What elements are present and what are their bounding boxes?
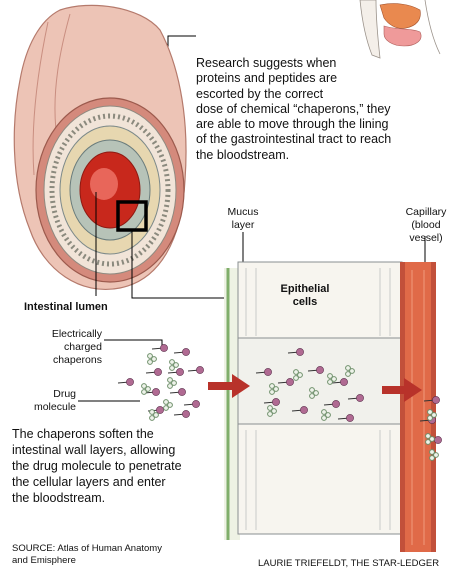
label-line: molecule — [10, 401, 76, 414]
drug-molecule-atom — [430, 456, 435, 461]
intestinal-lumen-label: Intestinal lumen — [24, 301, 108, 314]
caption-line: The chaperons soften the — [12, 426, 217, 442]
label-line: Capillary — [396, 206, 453, 219]
chaperon-molecule — [196, 366, 203, 373]
intestine-cross-section — [14, 5, 186, 289]
chaperon-molecule — [160, 344, 167, 351]
label-line: Epithelial — [260, 283, 350, 296]
chaperon-molecule — [346, 414, 353, 421]
label-line: charged — [10, 341, 102, 354]
chaperon-molecule — [356, 394, 363, 401]
label-line: Drug — [10, 388, 76, 401]
drug-molecule-atom — [150, 416, 155, 421]
chaperon-molecule — [340, 378, 347, 385]
description-line: are able to move through the lining — [196, 117, 446, 132]
label-line: Electrically — [10, 328, 102, 341]
capillary-label: Capillary (blood vessel) — [396, 206, 453, 244]
chaperons-label: Electrically charged chaperons — [10, 328, 102, 366]
epithelial-cells-label: Epithelial cells — [260, 283, 350, 310]
caption-line: the drug molecule to penetrate — [12, 458, 217, 474]
chaperon-molecule — [434, 436, 441, 443]
drug-molecule-atom — [322, 416, 327, 421]
label-line: (blood — [396, 219, 453, 232]
source-line: SOURCE: Atlas of Human Anatomy — [12, 543, 212, 555]
description-line: proteins and peptides are — [196, 71, 446, 86]
chaperon-molecule — [432, 396, 439, 403]
drug-molecule-atom — [164, 406, 169, 411]
label-line: Mucus — [218, 206, 268, 219]
drug-molecule-label: Drug molecule — [10, 388, 76, 414]
caption-line: the bloodstream. — [12, 490, 217, 506]
source-note: SOURCE: Atlas of Human Anatomy and Emisp… — [12, 543, 212, 566]
chaperon-molecule — [192, 400, 199, 407]
caption-line: the cellular layers and enter — [12, 474, 217, 490]
description-line: Research suggests when — [196, 56, 446, 71]
label-line: layer — [218, 219, 268, 232]
capillary-vessel — [400, 262, 436, 552]
source-line: and Emisphere — [12, 555, 212, 567]
drug-molecule-atom — [310, 394, 315, 399]
chaperon-molecule — [296, 348, 303, 355]
label-line: cells — [260, 296, 350, 309]
chaperon-molecule — [126, 378, 133, 385]
drug-molecule-atom — [142, 390, 147, 395]
label-line: vessel) — [396, 232, 453, 245]
drug-molecule-atom — [268, 412, 273, 417]
drug-molecule-atom — [346, 372, 351, 377]
description-line: of the gastrointestinal tract to reach — [196, 132, 446, 147]
chaperon-molecule — [264, 368, 271, 375]
chaperon-molecule — [182, 410, 189, 417]
caption-line: intestinal wall layers, allowing — [12, 442, 217, 458]
drug-molecule-atom — [294, 376, 299, 381]
chaperon-molecule — [182, 348, 189, 355]
chaperon-molecule — [332, 400, 339, 407]
drug-molecule-atom — [428, 416, 433, 421]
chaperon-molecule — [316, 366, 323, 373]
drug-molecule-atom — [168, 384, 173, 389]
drug-molecule-atom — [270, 390, 275, 395]
mucus-layer-label: Mucus layer — [218, 206, 268, 232]
label-line: chaperons — [10, 354, 102, 367]
drug-molecule-atom — [170, 366, 175, 371]
description-line: escorted by the correct — [196, 87, 446, 102]
chaperon-molecule — [176, 368, 183, 375]
drug-molecule-atom — [148, 360, 153, 365]
chaperon-molecule — [272, 398, 279, 405]
research-description: Research suggests when proteins and pept… — [196, 56, 446, 163]
drug-molecule-atom — [426, 440, 431, 445]
chaperon-molecule — [178, 388, 185, 395]
chaperon-molecule — [286, 378, 293, 385]
caption: The chaperons soften the intestinal wall… — [12, 426, 217, 506]
drug-molecule-atom — [328, 380, 333, 385]
body-figure-icon — [360, 0, 440, 58]
chaperon-molecule — [154, 368, 161, 375]
chaperon-molecule — [152, 388, 159, 395]
description-line: dose of chemical “chaperons,” they — [196, 102, 446, 117]
chaperon-molecule — [300, 406, 307, 413]
description-line: the bloodstream. — [196, 148, 446, 163]
credit-line: LAURIE TRIEFELDT, THE STAR-LEDGER — [258, 558, 453, 570]
